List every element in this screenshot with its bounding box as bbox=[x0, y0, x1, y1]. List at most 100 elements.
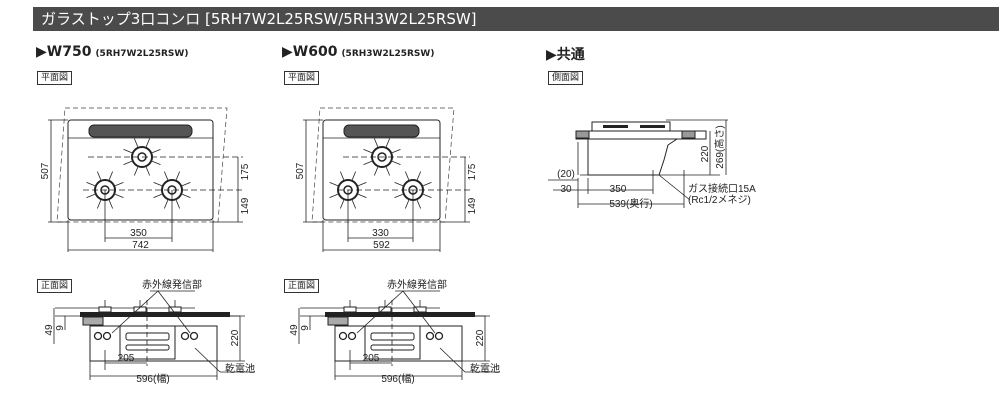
dimension-line bbox=[416, 171, 422, 180]
dimension-line bbox=[392, 148, 401, 154]
dimension-label: 269(高さ) bbox=[713, 125, 726, 168]
burner-icon bbox=[377, 152, 387, 162]
cooktop-outline bbox=[322, 119, 441, 221]
dimension-line bbox=[145, 167, 151, 176]
glass-top bbox=[325, 312, 475, 317]
trivet-icon bbox=[343, 306, 357, 313]
dimension-line bbox=[145, 138, 151, 147]
dimension-line bbox=[115, 193, 124, 199]
dimension-line bbox=[392, 160, 401, 166]
dimension-line bbox=[182, 193, 191, 199]
cooktop-outline bbox=[67, 119, 214, 221]
dimension-label: 149 bbox=[240, 197, 251, 214]
dimension-line bbox=[658, 174, 691, 201]
dimension-label: (Rc1/2メネジ) bbox=[688, 194, 751, 206]
dimension-label: 205 bbox=[363, 353, 380, 364]
dimension-line bbox=[108, 200, 114, 209]
w750-front-label: 正面図 bbox=[37, 279, 73, 293]
counter-hatch bbox=[681, 130, 696, 139]
knob-icon bbox=[189, 331, 199, 341]
dimension-line bbox=[404, 171, 410, 180]
dimension-label: 507 bbox=[40, 162, 51, 179]
dimension-label: 9 bbox=[55, 325, 66, 331]
dimension-line bbox=[423, 181, 432, 187]
w750-plan-label: 平面図 bbox=[37, 71, 73, 85]
dimension-line bbox=[358, 193, 367, 199]
dimension-line bbox=[175, 171, 181, 180]
trivet-icon bbox=[413, 306, 427, 313]
knob-icon bbox=[425, 331, 435, 341]
dimension-label: 742 bbox=[132, 240, 149, 251]
counter-hatch bbox=[82, 316, 104, 326]
dimension-line bbox=[96, 171, 102, 180]
dimension-label: 49 bbox=[44, 324, 55, 336]
dimension-label: 乾電池 bbox=[470, 362, 500, 375]
dimension-line bbox=[404, 200, 410, 209]
dimension-line bbox=[394, 181, 403, 187]
dimension-label: (20) bbox=[557, 169, 575, 180]
counter-hatch bbox=[575, 130, 590, 139]
grill-door bbox=[119, 325, 176, 360]
w600-model: (5RH3W2L25RSW) bbox=[341, 49, 435, 59]
dimension-label: 乾電池 bbox=[225, 362, 255, 375]
dimension-label: 175 bbox=[240, 163, 251, 180]
glass-top bbox=[80, 312, 230, 317]
dimension-line bbox=[373, 138, 379, 147]
dimension-label: 350 bbox=[130, 228, 147, 239]
page-title: ガラストップ3口コンロ [5RH7W2L25RSW/5RH3W2L25RSW] bbox=[33, 7, 999, 31]
dimension-label: 507 bbox=[295, 162, 306, 179]
knob-icon bbox=[102, 331, 112, 341]
grill-window bbox=[125, 332, 170, 341]
cooktop-body bbox=[334, 325, 463, 362]
dimension-line bbox=[423, 193, 432, 199]
dimension-label: 330 bbox=[372, 228, 389, 239]
burner-icon bbox=[137, 152, 147, 162]
grill-door bbox=[364, 325, 421, 360]
vent-grille bbox=[88, 124, 193, 138]
dimension-label: 592 bbox=[373, 240, 390, 251]
dimension-line bbox=[358, 181, 367, 187]
dimension-line bbox=[163, 171, 169, 180]
dimension-label: 596(幅) bbox=[136, 372, 169, 385]
knob-icon bbox=[338, 331, 348, 341]
dimension-line bbox=[175, 200, 181, 209]
dimension-line bbox=[394, 193, 403, 199]
dimension-label: 596(幅) bbox=[381, 372, 414, 385]
common-heading: ▶共通 bbox=[546, 47, 585, 63]
dimension-line bbox=[133, 138, 139, 147]
dimension-label: 220 bbox=[475, 329, 486, 346]
trivet-icon bbox=[591, 121, 671, 132]
dimension-label: 149 bbox=[467, 197, 478, 214]
dimension-line bbox=[86, 181, 95, 187]
dimension-line bbox=[363, 160, 372, 166]
dimension-line bbox=[163, 200, 169, 209]
grill-handle bbox=[125, 344, 170, 351]
dimension-line bbox=[351, 171, 357, 180]
grill-window bbox=[370, 332, 415, 341]
cooktop-body bbox=[89, 325, 218, 362]
knob-icon bbox=[180, 331, 190, 341]
dimension-line bbox=[152, 160, 161, 166]
dimension-line bbox=[194, 347, 221, 373]
dimension-line bbox=[96, 200, 102, 209]
counter-hatch bbox=[327, 316, 349, 326]
dimension-line bbox=[356, 290, 404, 334]
trivet-icon bbox=[168, 306, 182, 313]
knob-icon bbox=[93, 331, 103, 341]
dimension-line bbox=[329, 193, 338, 199]
vent-grille bbox=[343, 124, 420, 138]
burner-icon bbox=[640, 125, 665, 128]
dimension-line bbox=[385, 167, 391, 176]
burner-icon bbox=[131, 146, 153, 168]
dimension-line bbox=[123, 148, 132, 154]
dimension-label: 9 bbox=[300, 325, 311, 331]
dimension-label: 赤外線発信部 bbox=[387, 278, 447, 291]
dimension-label: 539(奥行) bbox=[609, 197, 652, 210]
side-label: 側面図 bbox=[548, 71, 584, 85]
dimension-label: 175 bbox=[467, 163, 478, 180]
dimension-line bbox=[339, 171, 345, 180]
dimension-line bbox=[115, 181, 124, 187]
dimension-label: 350 bbox=[610, 184, 627, 195]
dimension-line bbox=[402, 290, 436, 334]
dimension-line bbox=[108, 171, 114, 180]
